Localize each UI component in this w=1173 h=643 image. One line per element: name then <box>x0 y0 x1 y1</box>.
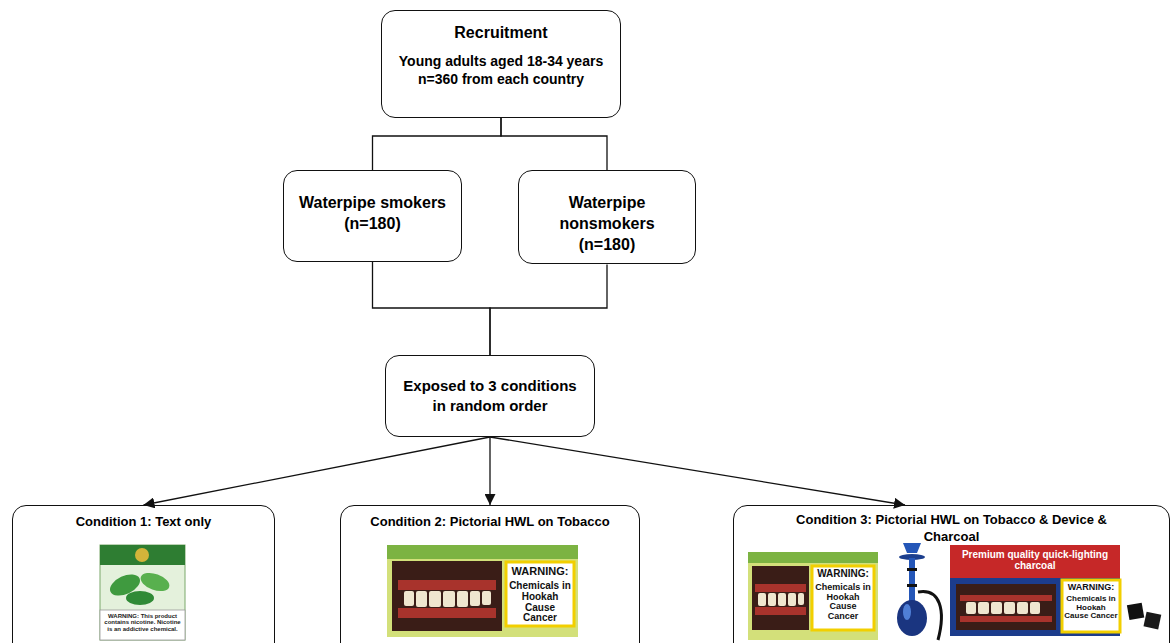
condition-box: Condition 2: Pictorial HWL on Tobacco <box>340 505 640 643</box>
box-heading: Condition 3: Pictorial HWL on Tobacco & … <box>772 512 1132 546</box>
warning-heading: WARNING: <box>1064 583 1118 593</box>
connector-arrow <box>490 437 905 505</box>
condition-box: Condition 3: Pictorial HWL on Tobacco & … <box>733 505 1170 643</box>
warning-text: Chemicals in Hookah Cause Cancer <box>508 581 572 624</box>
mint-leaf <box>126 591 154 605</box>
pack-body <box>748 552 878 640</box>
tooth <box>768 593 776 606</box>
box-heading: Waterpipe smokers (n=180) <box>294 193 451 235</box>
mouth-photo <box>956 584 1056 630</box>
connector-line <box>373 118 502 170</box>
warning-panel <box>812 566 874 630</box>
tooth <box>798 593 804 605</box>
tobacco-pack-text <box>100 545 185 640</box>
lip <box>960 616 1052 622</box>
connector-arrow <box>489 437 490 505</box>
hookah-vase <box>897 600 927 636</box>
tobacco-pack-pictorial <box>748 552 878 640</box>
hookah-device <box>897 543 941 640</box>
group-box: Waterpipe nonsmokers (n=180) <box>518 170 696 264</box>
connector-arrow <box>144 437 491 505</box>
box-text: Young adults aged 18-34 years n=360 from… <box>392 52 610 88</box>
lip <box>755 607 806 615</box>
pack-logo <box>135 548 149 562</box>
cube-ground <box>1124 598 1164 636</box>
tooth <box>443 591 455 607</box>
charcoal-cube <box>1143 612 1161 630</box>
box-heading: Condition 1: Text only <box>76 514 212 531</box>
warning-text: Chemicals in Hookah Cause Cancer <box>1064 595 1118 621</box>
charcoal-slogan: Premium quality quick-lighting charcoal <box>956 550 1114 572</box>
tooth <box>788 593 796 606</box>
lip <box>398 608 496 618</box>
teeth <box>404 591 491 607</box>
process-box: Exposed to 3 conditions in random order <box>385 355 595 437</box>
charcoal-box-body <box>950 545 1120 636</box>
mouth-photo <box>752 566 809 630</box>
lip <box>398 580 496 590</box>
tooth <box>470 591 480 606</box>
lip <box>755 584 806 592</box>
pack-band <box>100 545 185 565</box>
box-heading: Recruitment <box>454 23 547 44</box>
warning-strip <box>100 610 185 640</box>
tooth <box>1030 602 1040 614</box>
tooth <box>1004 602 1015 614</box>
box-heading: Condition 2: Pictorial HWL on Tobacco <box>370 514 609 531</box>
pack-band <box>748 552 878 563</box>
warning-panel <box>1062 580 1120 632</box>
mouth-photo <box>392 561 502 631</box>
connector-line <box>501 118 607 170</box>
tooth <box>758 593 766 606</box>
recruitment-box: RecruitmentYoung adults aged 18-34 years… <box>381 10 621 118</box>
hookah-ring <box>907 584 917 587</box>
tooth <box>457 591 468 607</box>
hookah-bowl <box>903 543 921 553</box>
vase-shine <box>903 604 911 620</box>
lip <box>960 595 1052 601</box>
pack-band <box>387 545 578 559</box>
warning-heading: WARNING: <box>508 566 572 578</box>
tooth <box>416 591 427 607</box>
tobacco-pack-pictorial <box>387 545 578 637</box>
tooth <box>778 593 786 606</box>
warning-text: Chemicals in Hookah Cause Cancer <box>814 583 872 622</box>
tooth <box>1017 602 1028 614</box>
charcoal-box <box>950 545 1164 636</box>
tooth <box>482 591 491 605</box>
box-heading: Exposed to 3 conditions in random order <box>396 376 584 415</box>
warning-panel <box>506 562 574 626</box>
hookah-stem <box>909 558 915 602</box>
teeth <box>758 593 804 606</box>
tooth <box>978 602 989 614</box>
box-heading: Waterpipe nonsmokers (n=180) <box>529 193 685 255</box>
hookah-ring <box>907 568 917 571</box>
warning-text: WARNING: This product contains nicotine.… <box>102 613 183 632</box>
connector-line <box>490 264 607 355</box>
mint-leaf <box>138 569 172 594</box>
pack-body <box>387 545 578 637</box>
tooth <box>966 602 976 614</box>
tooth <box>429 591 441 607</box>
connector-line <box>373 262 491 355</box>
tooth <box>404 591 414 606</box>
warning-heading: WARNING: <box>814 569 872 580</box>
charcoal-cube <box>1127 603 1144 620</box>
teeth <box>966 602 1040 614</box>
group-box: Waterpipe smokers (n=180) <box>283 170 462 262</box>
pack-body <box>100 545 185 640</box>
tooth <box>991 602 1002 614</box>
charcoal-box-band <box>950 545 1120 578</box>
